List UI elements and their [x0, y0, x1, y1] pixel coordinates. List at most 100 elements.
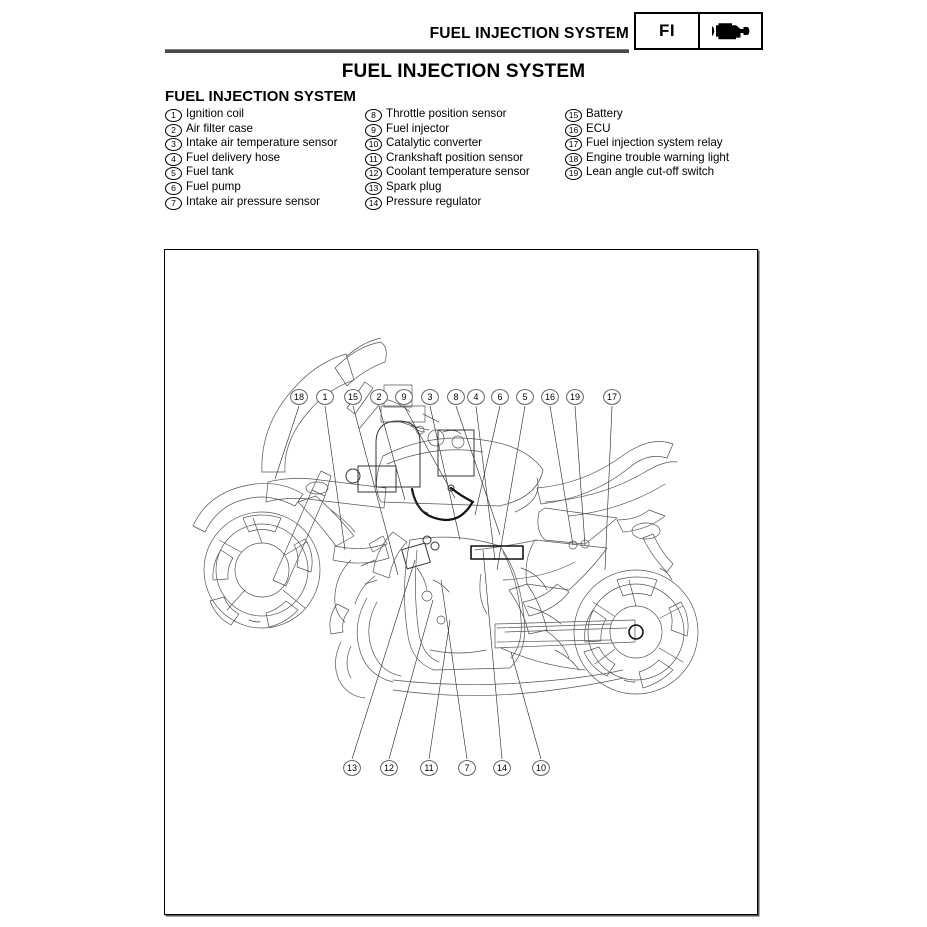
callout-marker: 3 — [421, 389, 439, 405]
callout-marker: 15 — [344, 389, 362, 405]
legend-item-label: Throttle position sensor — [386, 107, 507, 120]
callout-number: 17 — [607, 392, 617, 402]
callout-marker: 6 — [491, 389, 509, 405]
legend-item-label: Fuel tank — [186, 165, 234, 179]
callout-marker: 17 — [603, 389, 621, 405]
callout-circle — [447, 389, 465, 405]
engine-icon — [700, 14, 761, 48]
legend-item: 8 Throttle position sensor — [365, 107, 530, 122]
callout-marker: 18 — [290, 389, 308, 405]
legend-number-badge: 5 — [165, 167, 182, 181]
callout-number: 5 — [522, 392, 527, 402]
callout-leader-line — [378, 405, 406, 501]
legend-number-badge: 17 — [565, 138, 582, 152]
callout-leader-line — [455, 405, 501, 536]
legend-number-badge: 12 — [365, 167, 382, 181]
callout-number: 8 — [453, 392, 458, 402]
callout-number: 14 — [497, 763, 507, 773]
legend-item-label: Coolant temperature sensor — [386, 165, 530, 179]
legend-item: 15 Battery — [565, 107, 729, 122]
callout-number: 6 — [497, 392, 502, 402]
callout-marker: 14 — [493, 760, 511, 776]
callout-circle — [290, 389, 308, 405]
legend-number-badge: 19 — [565, 167, 582, 181]
callout-circle — [491, 389, 509, 405]
callout-marker: 8 — [447, 389, 465, 405]
legend-item-label: Fuel delivery hose — [186, 150, 281, 164]
callout-circle — [532, 760, 550, 776]
motorcycle-illustration — [192, 337, 699, 699]
legend-item-label: Fuel pump — [186, 179, 241, 193]
legend-number-badge: 4 — [165, 152, 182, 166]
callout-marker: 11 — [420, 760, 438, 776]
legend-item: 5 Fuel tank — [165, 165, 337, 181]
callout-leader-line — [324, 405, 346, 551]
callout-marker: 19 — [566, 389, 584, 405]
legend-item-label: Intake air pressure sensor — [186, 194, 321, 208]
legend-number-badge: 11 — [365, 152, 382, 166]
callout-leader-line — [474, 405, 501, 516]
callout-number: 18 — [294, 392, 304, 402]
legend-item-label: Intake air temperature sensor — [186, 136, 338, 150]
callout-number: 19 — [570, 392, 580, 402]
legend-item-label: Catalytic converter — [386, 136, 483, 150]
callout-leader-line — [604, 405, 613, 571]
callout-leader-line — [428, 619, 451, 760]
page-title: FUEL INJECTION SYSTEM — [341, 61, 586, 82]
callout-circle — [316, 389, 334, 405]
legend-number-badge: 2 — [165, 123, 182, 137]
legend-item: 3 Intake air temperature sensor — [165, 136, 338, 152]
callout-circle — [343, 760, 361, 776]
legend-item-label: Spark plug — [386, 179, 442, 193]
subsection-title: FUEL INJECTION SYSTEM — [165, 88, 357, 105]
callout-leader-line — [510, 651, 542, 760]
callout-marker: 1 — [316, 389, 334, 405]
callout-leader-line — [496, 405, 526, 571]
callout-marker: 9 — [395, 389, 413, 405]
legend-item-label: Battery — [586, 107, 623, 120]
legend-item-label: Ignition coil — [186, 107, 245, 120]
legend-item-label: Pressure regulator — [386, 194, 482, 208]
legend-item: 4 Fuel delivery hose — [165, 151, 337, 166]
callout-number: 11 — [424, 763, 433, 773]
legend-number-badge: 18 — [565, 152, 582, 166]
callout-marker: 5 — [516, 389, 534, 405]
legend-number-badge: 15 — [565, 109, 582, 122]
callout-circle — [566, 389, 584, 405]
callout-number: 13 — [347, 763, 357, 773]
callout-marker: 12 — [380, 760, 398, 776]
section-tab-code: FI — [636, 14, 700, 48]
legend-number-badge: 3 — [165, 138, 182, 152]
section-tab: FI — [634, 12, 763, 50]
callout-leader-line — [549, 405, 574, 546]
page-header: FUEL INJECTION SYSTEM FI — [0, 0, 927, 62]
callout-marker: 2 — [370, 389, 388, 405]
callout-marker: 16 — [541, 389, 559, 405]
callout-number: 9 — [401, 392, 406, 402]
callout-leader-line — [352, 405, 399, 576]
callout-number: 1 — [322, 392, 327, 402]
callout-circle — [603, 389, 621, 405]
callout-number: 10 — [536, 763, 546, 773]
legend-item: 12 Coolant temperature sensor — [365, 165, 530, 181]
legend-number-badge: 8 — [365, 109, 382, 122]
callout-circle — [344, 389, 362, 405]
legend-number-badge: 9 — [365, 123, 382, 137]
callout-leader-line — [388, 599, 434, 760]
callout-leader-line — [574, 405, 586, 546]
